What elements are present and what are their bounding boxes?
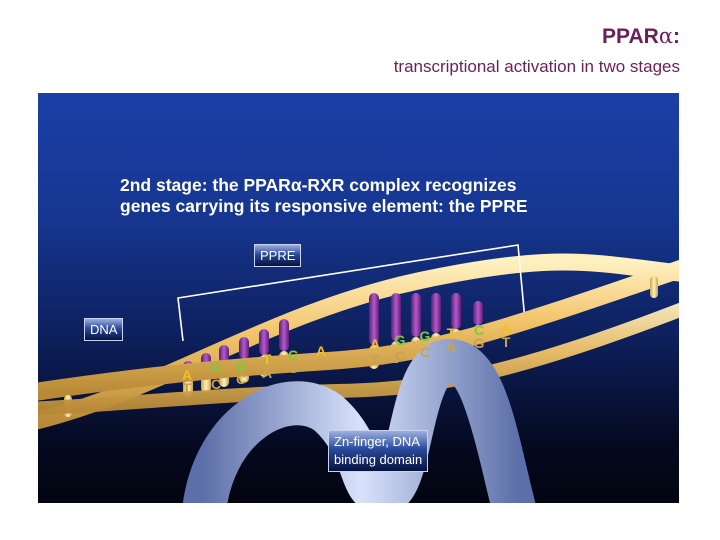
base-rung-purple [279, 319, 289, 351]
slide-title: PPARα: [602, 24, 680, 48]
base-letter-bottom: G [474, 335, 485, 351]
base-letter-top: A [182, 367, 192, 383]
base-letter-bottom: C [395, 348, 405, 364]
base-letter-bottom: G [288, 360, 299, 376]
base-rung-purple [451, 293, 461, 329]
base-rung-purple [411, 293, 421, 337]
base-rung-purple [473, 301, 483, 325]
diagram-headline: 2nd stage: the PPARα-RXR complex recogni… [120, 175, 528, 216]
base-letter-bottom: C [211, 376, 221, 392]
zn-finger-protein [182, 339, 536, 503]
base-letter-bottom: C [236, 371, 246, 387]
base-letter-top: A [501, 320, 511, 336]
base-rung-purple [259, 329, 269, 355]
dna-label: DNA [84, 318, 124, 341]
base-letter-bottom: A [446, 339, 456, 355]
base-letter-bottom: A [262, 365, 272, 381]
base-letter-bottom: T [317, 356, 326, 372]
base-letter-top: T [447, 325, 456, 341]
ppre-bracket [177, 244, 526, 342]
base-letter-bottom: T [502, 334, 511, 350]
base-letter-bottom: T [371, 352, 380, 368]
base-rung-purple [431, 293, 441, 333]
base-letter-top: G [395, 332, 406, 348]
dna-front-strand [38, 259, 679, 401]
base-rung-purple [239, 337, 249, 359]
alpha-symbol: α [658, 24, 673, 48]
base-letter-top: A [370, 336, 380, 352]
base-letter-top: C [474, 322, 484, 338]
base-letter-top: C [288, 347, 298, 363]
base-letter-bottom: C [420, 344, 430, 360]
ppre-label: PPRE [254, 244, 302, 267]
base-rung-purple [391, 293, 401, 341]
base-rung-purple [369, 293, 379, 345]
dna-lower-strand [38, 302, 679, 416]
base-letter-top: T [263, 351, 272, 367]
outer-base-right [650, 276, 658, 298]
base-letter-top: G [211, 359, 222, 375]
base-letter-top: G [420, 328, 431, 344]
zn-finger-label: Zn-finger, DNA binding domain [328, 430, 429, 472]
base-letter-top: G [236, 358, 247, 374]
slide-subtitle: transcriptional activation in two stages [393, 57, 680, 76]
base-letter-bottom: T [183, 380, 192, 396]
base-letter-top: A [316, 343, 326, 359]
base-rung-purple [219, 345, 229, 363]
